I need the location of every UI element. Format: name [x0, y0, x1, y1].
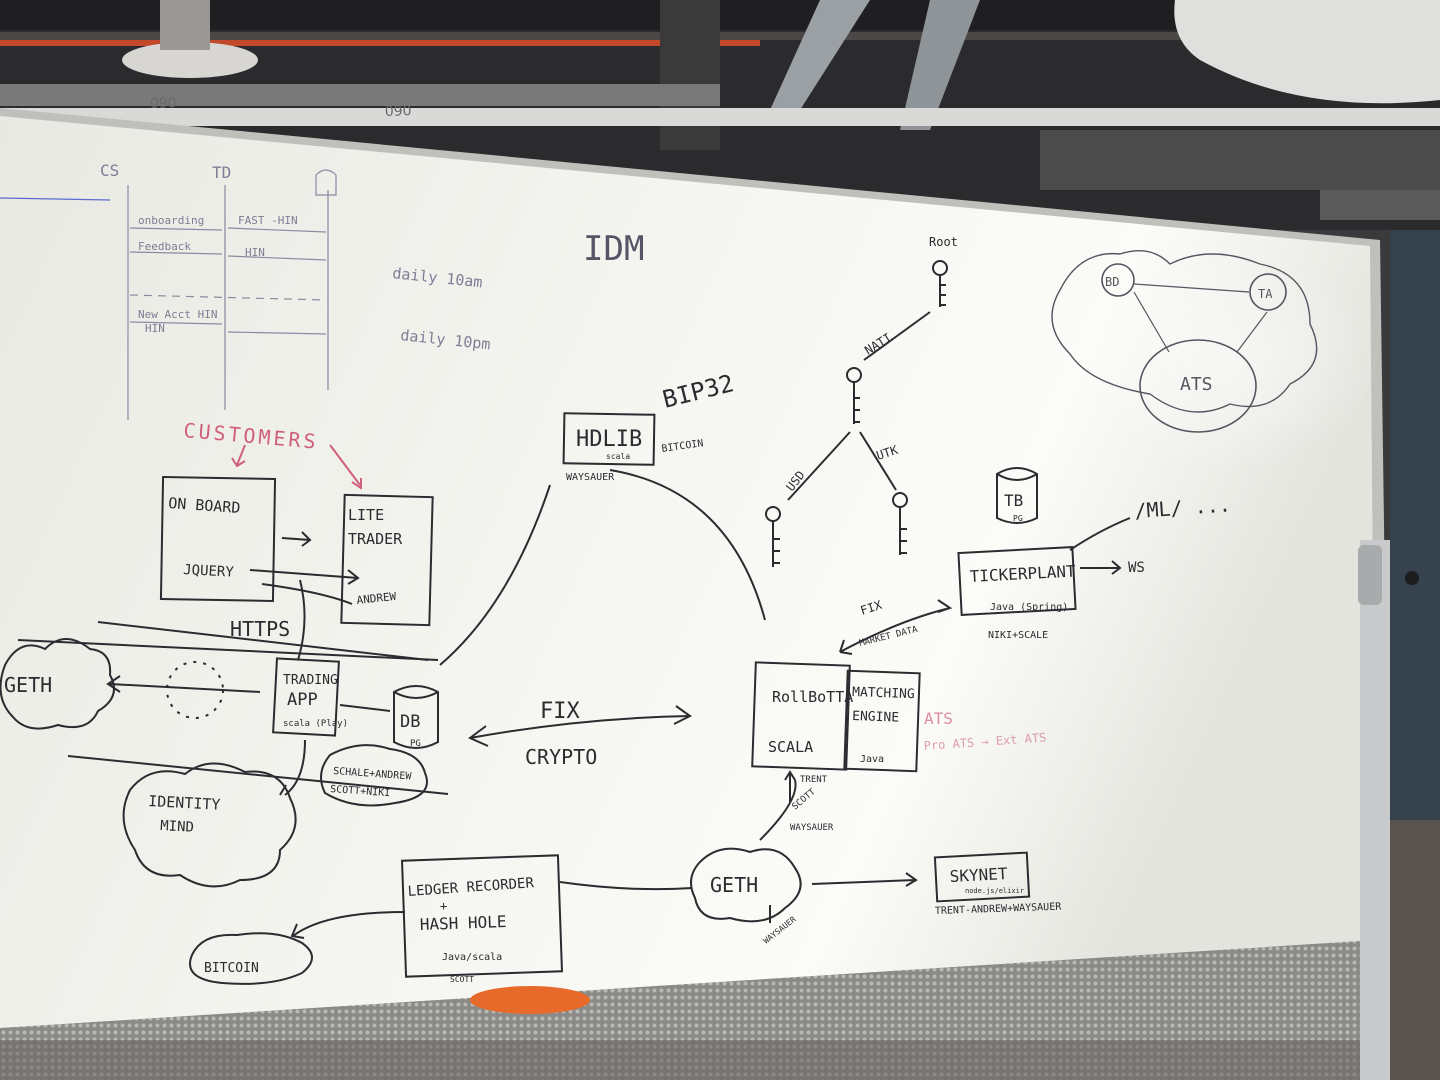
- skynet-sub: node.js/elixir: [965, 887, 1024, 895]
- hdlib-owner: WAYSAUER: [566, 472, 615, 483]
- skynet-title: SKYNET: [949, 864, 1008, 886]
- left-cluster-lines: [0, 444, 692, 888]
- lite-title-1: LITE: [348, 506, 384, 524]
- idm-label: IDM: [583, 229, 644, 269]
- left-cluster-text: CUSTOMERS ON BOARD JQUERY LITE TRADER AN…: [4, 418, 597, 836]
- ledger-tech: Java/scala: [442, 952, 502, 963]
- onboard-title: ON BOARD: [168, 494, 241, 517]
- sequence-diagram: [0, 169, 337, 420]
- ats-cluster-ta: TA: [1258, 287, 1273, 301]
- tree-right: UTK: [875, 443, 901, 463]
- hdlib-sub: scala: [606, 452, 630, 461]
- ticker-db-sub: PG: [1013, 514, 1023, 523]
- whiteboard: [0, 108, 1419, 1080]
- identity-line2: MIND: [160, 818, 195, 836]
- rollbotta-tech: SCALA: [768, 738, 813, 756]
- msg-new-acct: New Acct HIN: [138, 308, 217, 321]
- roll-owner-3: WAYSAUER: [790, 823, 834, 833]
- center-lines: [562, 260, 948, 621]
- trading-app-line1: TRADING: [283, 673, 338, 688]
- hdlib-title: HDLIB: [576, 427, 642, 452]
- ledger-line3: HASH HOLE: [419, 912, 506, 934]
- bottom-lines: [189, 847, 1031, 985]
- ticker-db-label: TB: [1004, 491, 1023, 510]
- trading-app-line2: APP: [287, 690, 318, 710]
- db-left-label: DB: [400, 712, 420, 732]
- ats-cluster-bd: BD: [1105, 275, 1119, 289]
- ledger-line2: +: [440, 899, 447, 913]
- ledger-owner: SCOTT: [450, 975, 474, 984]
- bitcoin-label: BITCOIN: [204, 961, 259, 976]
- right-cluster-lines: [751, 250, 1318, 841]
- tickerplant-owner: NIKI+SCALE: [988, 630, 1048, 641]
- lite-owner: ANDREW: [356, 590, 397, 607]
- db-left-sub: PG: [410, 739, 421, 749]
- lane-cs: CS: [100, 161, 119, 180]
- tickerplant-tech: Java (Spring): [990, 602, 1068, 613]
- roll-owner-1: TRENT: [800, 775, 828, 785]
- fix-center-bottom: CRYPTO: [525, 745, 597, 769]
- fix-market-top: FIX: [859, 598, 885, 618]
- matching-line2: ENGINE: [852, 709, 899, 726]
- https-label: HTTPS: [230, 617, 290, 641]
- onboard-tech: JQUERY: [183, 562, 235, 581]
- msg-hin: HIN: [245, 246, 265, 259]
- matching-tech: Java: [860, 754, 884, 765]
- rollbotta-title: RollBoTTA: [772, 688, 853, 706]
- tree-root: Root: [929, 235, 958, 249]
- msg-hin-2: HIN: [145, 322, 165, 335]
- ats-cluster-ats: ATS: [1180, 374, 1213, 395]
- fix-center-top: FIX: [540, 699, 580, 724]
- geth-left-label: GETH: [4, 673, 52, 697]
- ceiling-tag-right: 090: [385, 103, 412, 120]
- skynet-owner: TRENT-ANDREW+WAYSAUER: [935, 902, 1063, 917]
- msg-onboarding: onboarding: [138, 214, 204, 227]
- msg-fast-hin: FAST -HIN: [238, 214, 298, 227]
- msg-feedback: Feedback: [138, 240, 191, 253]
- tickerplant-ws: WS: [1128, 560, 1145, 576]
- identity-line1: IDENTITY: [148, 792, 221, 814]
- bottom-text: LEDGER RECORDER + HASH HOLE Java/scala S…: [204, 864, 1062, 984]
- lite-title-2: TRADER: [348, 530, 403, 548]
- ceiling-tag-left: 090: [150, 95, 177, 112]
- trading-app-line3: scala (Play): [283, 719, 348, 729]
- lane-td: TD: [212, 163, 231, 182]
- matching-line1: MATCHING: [852, 685, 915, 702]
- ats-red-line1: ATS: [924, 709, 953, 728]
- geth-bottom-label: GETH: [710, 873, 758, 897]
- trading-owners-line2: SCOTT+NIKI: [330, 784, 391, 799]
